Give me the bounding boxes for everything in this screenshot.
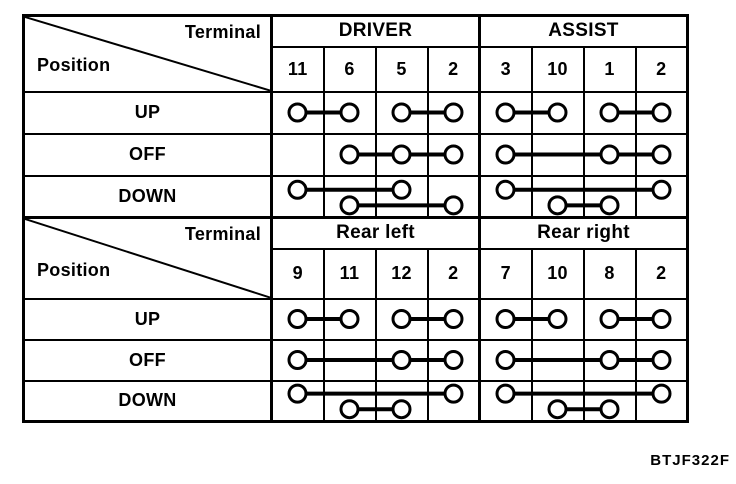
switch-cell [634,174,689,219]
terminal-cell: 11 [270,45,325,93]
switch-cell [374,297,429,341]
switch-cell [270,297,325,341]
switch-cell [634,338,689,382]
switch-table: Terminal Position Rear left Rear right 9… [22,216,689,423]
switch-cell [270,379,325,423]
switch-cell [322,174,377,219]
terminal-axis-label: Terminal [184,224,261,244]
row-label-cell: UP [22,297,273,341]
switch-row: OFF [22,132,689,177]
switch-cell [322,379,377,423]
switch-cell [634,379,689,423]
switch-cell [374,90,429,135]
switch-cell [426,338,481,382]
terminal-number-row: 9 11 12 2 7 10 8 2 [24,247,689,300]
terminal-cell: 9 [270,247,325,300]
switch-cell [374,174,429,219]
terminal-cell: 11 [322,247,377,300]
terminal-cell: 10 [530,45,585,93]
terminal-cell: 5 [374,45,429,93]
switch-cell [478,132,533,177]
switch-cell [426,90,481,135]
row-label-cell: UP [22,90,273,135]
switch-cell [374,338,429,382]
diagonal-line [25,219,270,298]
switch-cell [374,132,429,177]
switch-cell [478,90,533,135]
switch-cell [582,90,637,135]
switch-cell [634,90,689,135]
switch-cell [478,379,533,423]
diagonal-line [25,17,270,91]
switch-cell [582,297,637,341]
corner-cell: Terminal Position [22,14,273,93]
group-header-row: Terminal Position Rear left Rear right [22,216,689,300]
switch-cell [530,174,585,219]
switch-cell [426,379,481,423]
terminal-axis-label: Terminal [184,22,261,42]
switch-cell [322,297,377,341]
switch-cell [270,90,325,135]
switch-cell [582,338,637,382]
terminal-cell: 2 [426,45,481,93]
switch-cell [582,174,637,219]
group-header-rear-left: Rear left [270,216,481,250]
group-header-assist: ASSIST [478,14,689,48]
switch-cell [582,132,637,177]
terminal-number-row: 11 6 5 2 3 10 1 2 [24,45,689,93]
group-header-rear-right: Rear right [478,216,689,250]
switch-cell [530,90,585,135]
switch-cell [582,379,637,423]
switch-cell [634,132,689,177]
switch-cell [478,297,533,341]
figure-code: BTJF322F [650,452,730,469]
switch-cell [270,132,325,177]
terminal-cell: 2 [426,247,481,300]
switch-cell [322,338,377,382]
terminal-cell: 2 [634,247,689,300]
switch-cell [426,174,481,219]
switch-cell [270,174,325,219]
group-header-row: Terminal Position DRIVER ASSIST [22,14,689,93]
switch-cell [322,132,377,177]
switch-cell [530,379,585,423]
switch-cell [478,338,533,382]
row-label-cell: OFF [22,338,273,382]
row-label-cell: DOWN [22,174,273,219]
switch-cell [270,338,325,382]
switch-cell [530,297,585,341]
continuity-tables: Terminal Position DRIVER ASSIST 11 6 5 2… [22,14,689,423]
group-header-driver: DRIVER [270,14,481,48]
switch-cell [478,174,533,219]
corner-cell: Terminal Position [22,216,273,300]
switch-row: OFF [22,338,689,382]
terminal-cell: 10 [530,247,585,300]
switch-cell [374,379,429,423]
terminal-cell: 1 [582,45,637,93]
switch-cell [634,297,689,341]
row-label-cell: OFF [22,132,273,177]
terminal-cell: 12 [374,247,429,300]
position-axis-label: Position [37,55,111,76]
switch-cell [322,90,377,135]
switch-cell [426,132,481,177]
switch-row: DOWN [22,174,689,219]
continuity-table-rear: Terminal Position Rear left Rear right 9… [22,216,689,423]
switch-row: UP [22,297,689,341]
switch-cell [426,297,481,341]
switch-cell [530,338,585,382]
terminal-cell: 6 [322,45,377,93]
row-label-cell: DOWN [22,379,273,423]
position-axis-label: Position [37,259,111,280]
switch-cell [530,132,585,177]
terminal-cell: 7 [478,247,533,300]
switch-table: Terminal Position DRIVER ASSIST 11 6 5 2… [22,14,689,219]
continuity-table-front: Terminal Position DRIVER ASSIST 11 6 5 2… [22,14,689,219]
terminal-cell: 3 [478,45,533,93]
terminal-cell: 8 [582,247,637,300]
terminal-cell: 2 [634,45,689,93]
switch-row: DOWN [22,379,689,423]
switch-row: UP [22,90,689,135]
